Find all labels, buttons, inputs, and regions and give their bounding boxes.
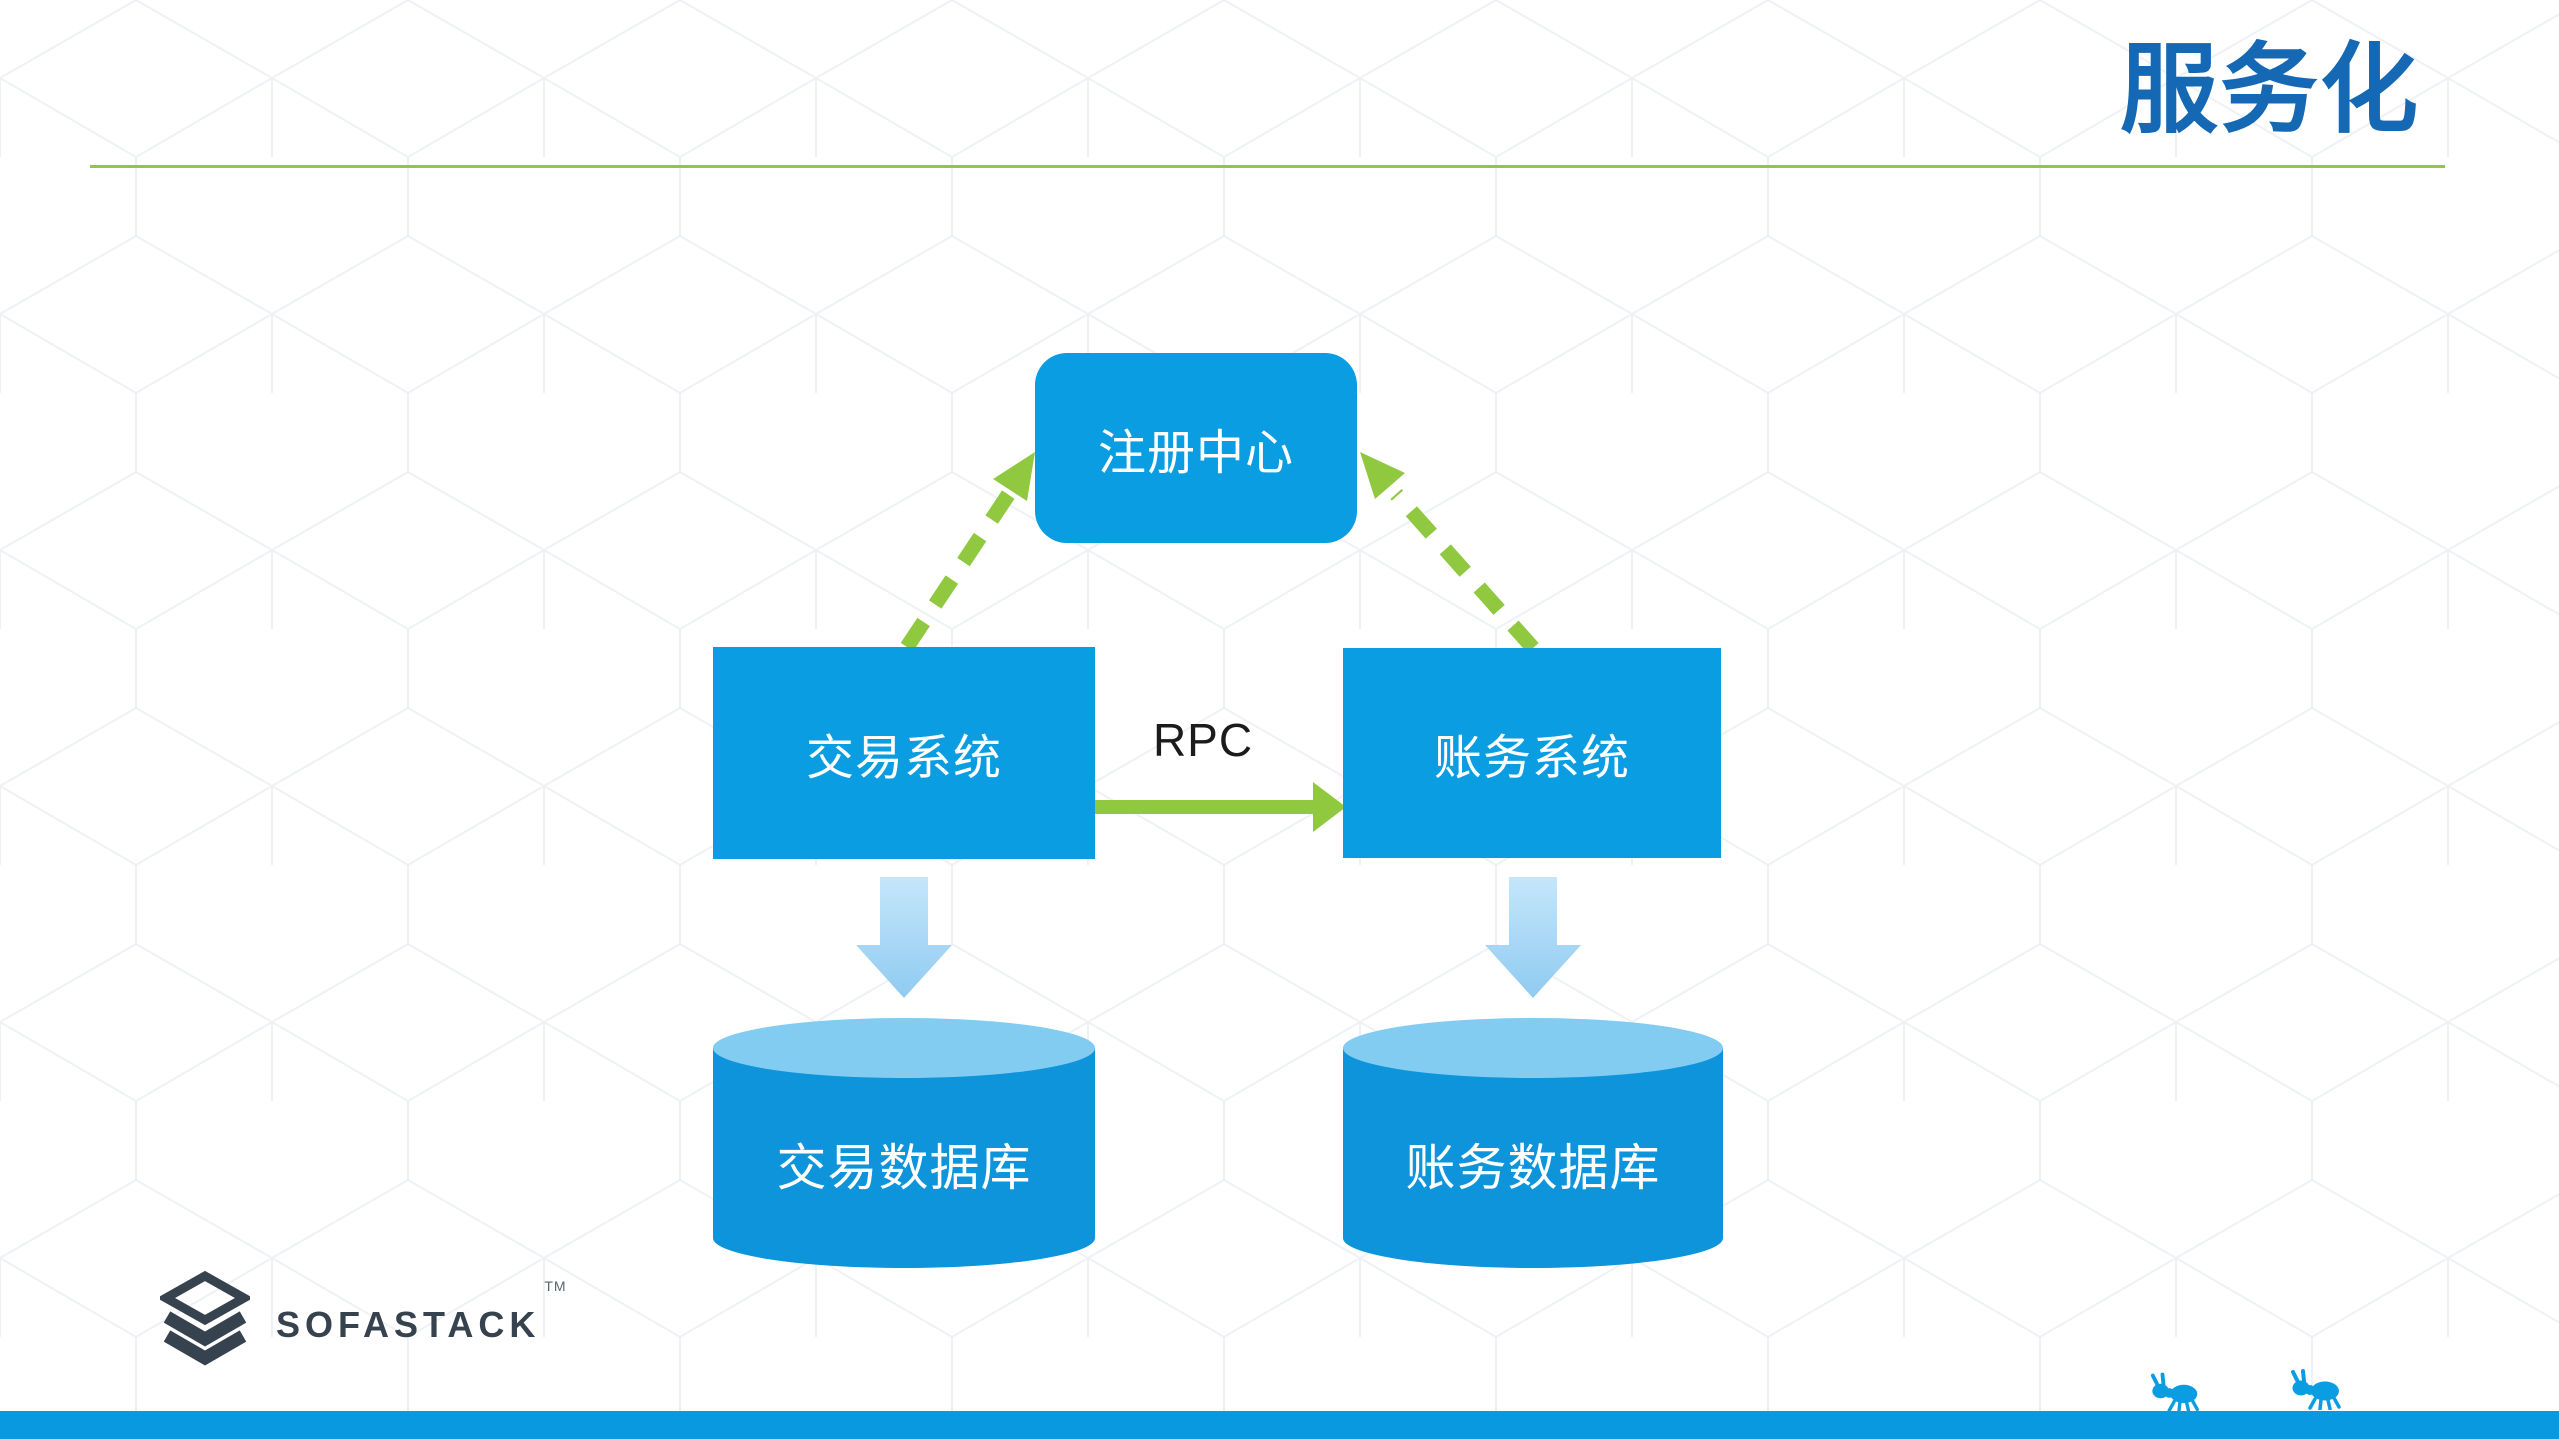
ant-icon xyxy=(2150,1372,2199,1412)
registry-center-label: 注册中心 xyxy=(1097,427,1294,480)
trade-db-label: 交易数据库 xyxy=(776,1140,1032,1196)
title-divider xyxy=(90,165,2445,168)
sofastack-logo-icon xyxy=(160,1270,250,1366)
trade-system-label: 交易系统 xyxy=(805,732,1002,785)
sofastack-wordmark: SOFASTACK xyxy=(276,1304,541,1345)
sofastack-logo: SOFASTACK TM xyxy=(160,1270,567,1368)
footer-bar xyxy=(0,1411,2559,1439)
ant-icon xyxy=(2291,1369,2341,1410)
account-db-label: 账务数据库 xyxy=(1405,1140,1661,1196)
trademark-label: TM xyxy=(544,1278,567,1294)
account-system-box: 账务系统 xyxy=(1343,648,1721,858)
rpc-label: RPC xyxy=(1152,714,1254,766)
page-title: 服务化 xyxy=(2119,34,2420,144)
registry-center-box: 注册中心 xyxy=(1035,353,1357,543)
account-system-label: 账务系统 xyxy=(1433,732,1630,785)
trade-system-box: 交易系统 xyxy=(713,647,1095,859)
